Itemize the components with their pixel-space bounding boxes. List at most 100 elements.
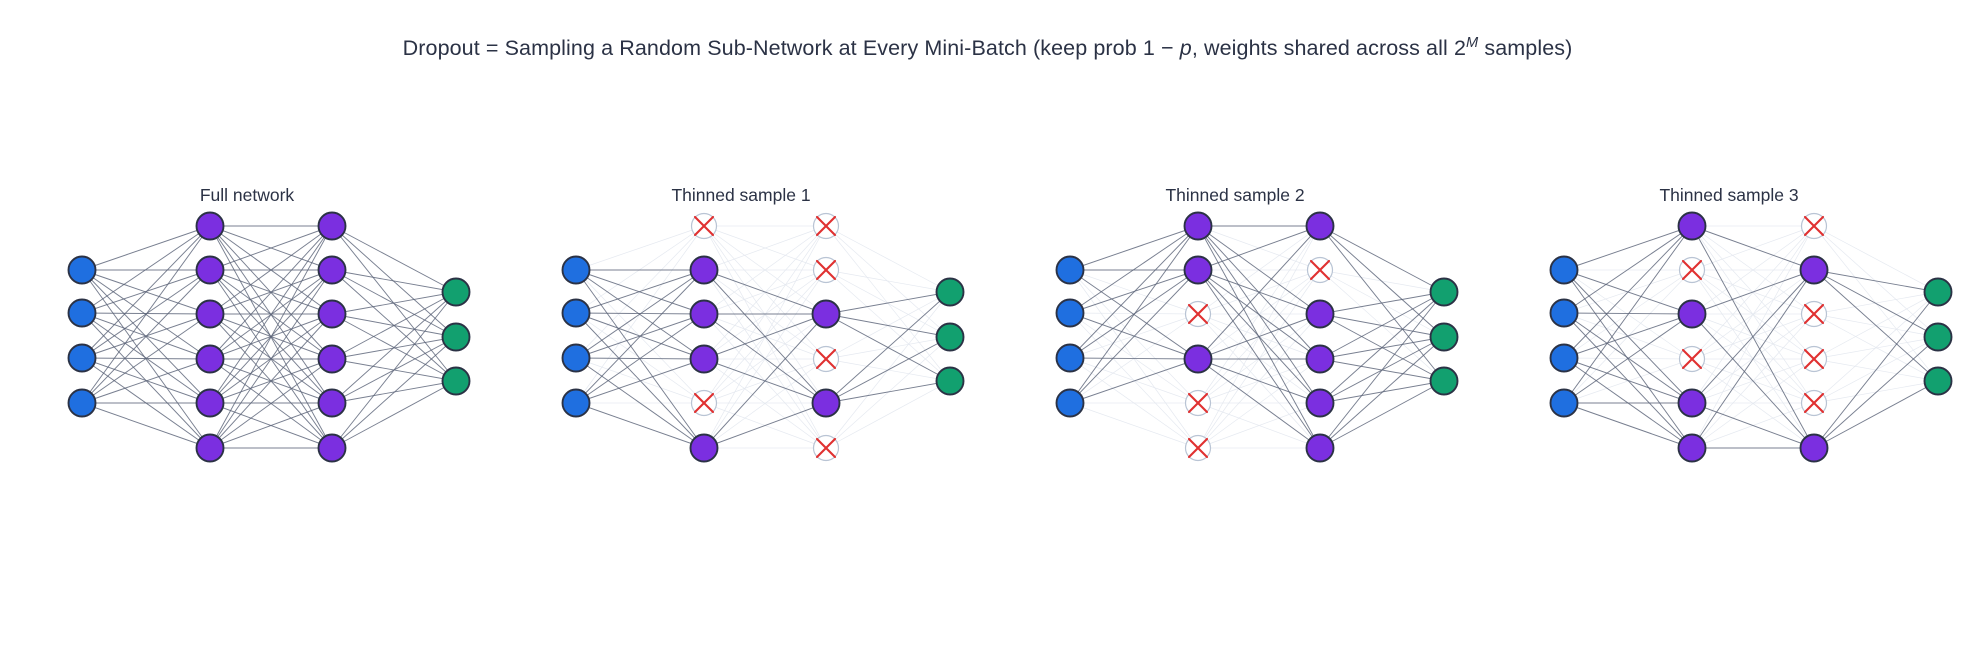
network-edge — [1813, 225, 1939, 293]
hidden-1-node — [689, 344, 719, 374]
network-edge — [209, 313, 333, 449]
network-edge — [1069, 402, 1199, 449]
network-edge — [209, 358, 333, 449]
output-node — [1429, 366, 1459, 396]
hidden-2-node — [317, 299, 347, 329]
network-edge — [331, 269, 457, 293]
network-edge — [1563, 313, 1693, 404]
hidden-2-node — [1305, 433, 1335, 463]
node-group — [67, 211, 471, 463]
dropped-unit-marker — [1306, 256, 1334, 284]
network-edge — [1691, 225, 1815, 404]
network-edge — [1691, 269, 1815, 449]
network-diagram-full-network — [67, 211, 471, 463]
input-node — [1055, 255, 1085, 285]
hidden-2-node — [811, 299, 841, 329]
dropped-unit-marker — [1800, 389, 1828, 417]
suptitle-two-base: 2 — [1453, 36, 1466, 60]
network-edge — [1197, 358, 1321, 404]
hidden-2-node — [317, 211, 347, 241]
hidden-2-node — [811, 388, 841, 418]
network-edge — [703, 313, 827, 449]
network-edge — [1813, 291, 1939, 404]
network-edge — [1813, 336, 1939, 449]
edge-group — [81, 225, 457, 449]
network-edge — [1691, 358, 1815, 449]
network-edge — [825, 380, 951, 449]
network-edge — [1197, 269, 1321, 360]
network-edge — [1813, 269, 1939, 382]
hidden-1-node — [1677, 388, 1707, 418]
network-edge — [1069, 225, 1199, 314]
hidden-2-node — [1305, 211, 1335, 241]
dropped-unit-marker — [1800, 300, 1828, 328]
network-edge — [825, 336, 951, 449]
edge-group — [1069, 225, 1445, 449]
network-edge — [1197, 225, 1321, 360]
network-edge — [575, 269, 705, 314]
hidden-1-node — [1183, 211, 1213, 241]
suptitle-one-minus: 1 − — [1142, 36, 1180, 60]
network-edge — [81, 358, 211, 404]
network-diagram-thinned-sample-3 — [1549, 211, 1953, 463]
network-edge — [1069, 225, 1199, 271]
output-node — [441, 277, 471, 307]
input-node — [1549, 255, 1579, 285]
input-node — [561, 343, 591, 373]
hidden-1-node — [195, 388, 225, 418]
dropped-unit-marker — [1184, 434, 1212, 462]
network-edge — [703, 269, 827, 315]
input-node — [561, 255, 591, 285]
panel-title-thinned-sample-1: Thinned sample 1 — [671, 185, 811, 205]
network-edge — [1319, 291, 1445, 315]
network-edge — [1069, 357, 1199, 360]
hidden-1-node — [195, 299, 225, 329]
network-edge — [331, 225, 457, 338]
network-edge — [1069, 225, 1199, 359]
network-edge — [575, 358, 705, 404]
network-diagram-thinned-sample-2 — [1055, 211, 1459, 463]
network-edge — [1813, 269, 1939, 293]
network-edge — [331, 269, 457, 338]
network-edge — [1691, 269, 1815, 315]
network-edge — [1563, 225, 1693, 359]
hidden-1-node — [689, 255, 719, 285]
input-node — [1549, 388, 1579, 418]
network-edge — [825, 291, 951, 315]
network-edge — [1691, 402, 1815, 449]
hidden-2-node — [1305, 299, 1335, 329]
network-edge — [209, 225, 333, 315]
network-edge — [1319, 225, 1445, 382]
hidden-1-node — [1183, 344, 1213, 374]
network-edge — [1691, 313, 1815, 449]
dropped-unit-marker — [690, 212, 718, 240]
network-edge — [81, 225, 211, 359]
input-node — [561, 388, 591, 418]
figure-suptitle: Dropout = Sampling a Random Sub-Network … — [0, 36, 1975, 61]
network-edge — [703, 225, 827, 315]
network-edge — [209, 225, 333, 360]
network-diagram-thinned-sample-1 — [561, 212, 965, 463]
hidden-1-node — [195, 255, 225, 285]
network-edge — [81, 225, 211, 271]
network-edge — [209, 225, 333, 404]
node-group — [561, 212, 965, 463]
network-edge — [575, 269, 705, 404]
panel-full-network: Full network — [0, 0, 494, 670]
hidden-2-node — [317, 255, 347, 285]
output-node — [1923, 277, 1953, 307]
network-edge — [1069, 269, 1199, 449]
network-edge — [1691, 269, 1815, 404]
network-edge — [331, 291, 457, 404]
input-node — [67, 388, 97, 418]
network-edge — [575, 357, 705, 449]
network-edge — [825, 336, 951, 404]
hidden-2-node — [1799, 433, 1829, 463]
dropped-unit-marker — [1678, 345, 1706, 373]
hidden-2-node — [1305, 388, 1335, 418]
network-edge — [1691, 225, 1815, 271]
hidden-1-node — [1677, 433, 1707, 463]
network-edge — [1069, 312, 1199, 404]
network-edge — [1691, 225, 1815, 315]
